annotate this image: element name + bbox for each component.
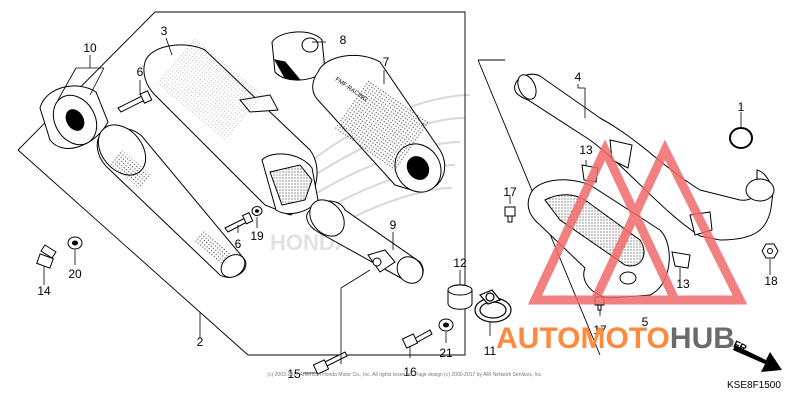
callout-21: 21 — [439, 346, 453, 360]
muffler-body-part-3 — [143, 38, 319, 216]
callout-20: 20 — [68, 267, 82, 281]
callout-17-lower: 17 — [593, 323, 607, 337]
washer-part-19 — [251, 206, 263, 216]
bolt-part-16 — [401, 329, 433, 349]
callout-7: 7 — [382, 55, 390, 69]
bolt-part-14 — [36, 244, 57, 269]
callout-15: 15 — [287, 367, 301, 381]
callout-13-upper: 13 — [579, 143, 593, 157]
callout-11: 11 — [483, 344, 497, 358]
callout-12: 12 — [453, 256, 467, 270]
callout-17-upper: 17 — [503, 185, 517, 199]
watermark-logo-triangles — [527, 139, 748, 305]
gasket-part-1 — [729, 127, 753, 149]
bracket-part-13-lower — [671, 251, 691, 269]
callout-6-upper: 6 — [136, 65, 144, 79]
callout-2: 2 — [196, 335, 204, 349]
callout-18: 18 — [764, 274, 778, 288]
leader-lines — [43, 37, 771, 374]
bolt-part-15 — [312, 351, 348, 375]
bolt-part-6-upper — [117, 90, 153, 113]
copyright-notice: (c) 2003-2017 American Honda Motor Co., … — [267, 372, 543, 378]
muffler-packing-part-7: FMF-RACING — [312, 54, 446, 193]
callout-10: 10 — [83, 41, 97, 55]
callout-14: 14 — [37, 284, 51, 298]
connecting-pipe-part-9 — [306, 199, 424, 284]
bolt-part-17-upper — [504, 206, 516, 223]
callout-3: 3 — [160, 24, 168, 38]
watermark-automotohub: AUTOMOTOHUB — [496, 322, 735, 356]
silencer-core-part-2 — [96, 124, 247, 278]
callout-6-lower: 6 — [234, 237, 242, 251]
clamp-part-11 — [474, 289, 512, 323]
callout-1: 1 — [737, 100, 745, 114]
washer-part-20 — [67, 236, 83, 250]
diagram-code: KSE8F1500 — [727, 380, 781, 391]
washer-part-21 — [438, 318, 454, 332]
callout-9: 9 — [389, 218, 397, 232]
callout-16: 16 — [403, 365, 417, 379]
callout-4: 4 — [574, 70, 582, 84]
grommet-part-8 — [271, 31, 326, 81]
watermark-text-hub: HUB — [669, 322, 735, 355]
collar-part-12 — [447, 284, 473, 310]
callout-5: 5 — [641, 315, 649, 329]
front-direction-arrow-icon — [733, 345, 782, 372]
end-cap-part-10 — [39, 85, 109, 149]
callout-13-lower: 13 — [676, 277, 690, 291]
nut-part-18 — [761, 243, 779, 259]
assembly-boundary — [17, 11, 466, 356]
callout-8: 8 — [339, 33, 347, 47]
callout-19: 19 — [250, 229, 264, 243]
bolt-part-6-lower — [224, 212, 254, 233]
watermark-text-automoto: AUTOMOTO — [496, 322, 670, 355]
